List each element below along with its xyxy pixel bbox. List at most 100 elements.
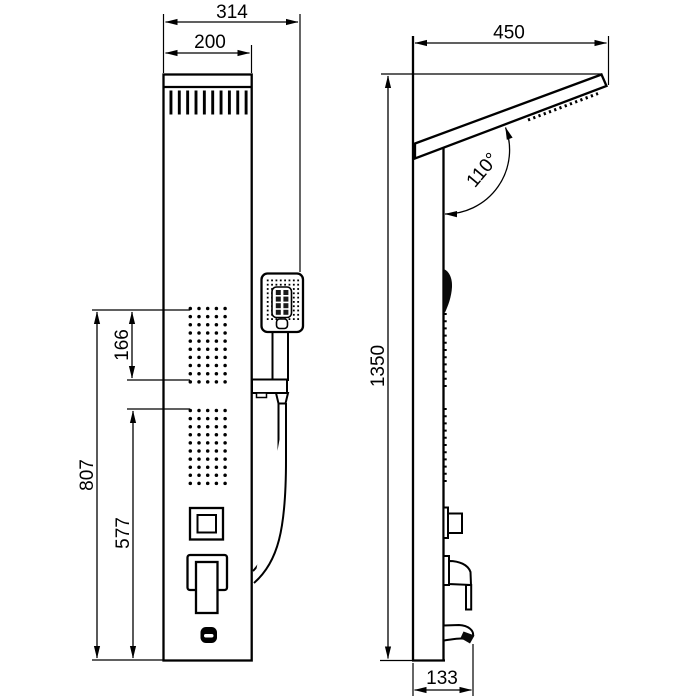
grille-bar [194, 90, 198, 115]
body-jet-nozzle [205, 355, 210, 360]
spray-hole [297, 288, 300, 290]
side-view [380, 36, 609, 662]
body-jet-nozzle [197, 424, 201, 429]
bracket-tab [255, 392, 268, 399]
body-jet-nozzle [223, 416, 227, 421]
body-jet-nozzle [214, 323, 219, 327]
body-jet-nozzle [205, 441, 210, 445]
body-jet-nozzle [205, 363, 210, 368]
spray-hole [266, 292, 269, 295]
hand-shower-center-jets [275, 290, 289, 315]
spray-hole [266, 305, 269, 308]
spray-hole [297, 292, 300, 295]
body-jet-nozzle [214, 481, 219, 486]
body-jet-nozzle [197, 314, 201, 319]
body-jet-nozzle [197, 323, 201, 327]
spray-hole [275, 318, 278, 320]
body-jet-nozzle [188, 371, 193, 376]
body-jet-nozzle [214, 457, 219, 461]
body-jet-nozzle [188, 314, 193, 319]
spray-jet [283, 309, 289, 315]
spray-hole [297, 309, 300, 312]
spray-hole [271, 283, 273, 286]
spray-hole [288, 279, 291, 282]
body-jet-nozzle [223, 363, 227, 368]
spray-jet [275, 309, 281, 315]
spray-hole [297, 283, 300, 286]
body-jet-nozzle [188, 473, 193, 478]
spray-hole [271, 318, 273, 320]
body-jet-nozzle [214, 363, 219, 368]
body-jet-nozzle [223, 465, 227, 469]
spray-hole [266, 313, 269, 316]
body-jet-nozzle [214, 416, 219, 421]
spray-hole [271, 279, 273, 282]
rain-head-slab [413, 73, 609, 161]
diverter-button-outer [188, 506, 225, 541]
body-jet-nozzle [214, 306, 219, 311]
body-jet-nozzle [205, 331, 210, 335]
body-jet-nozzle [188, 306, 193, 311]
body-jet-nozzle [188, 347, 193, 351]
body-jet-nozzle [205, 433, 210, 437]
body-jet-nozzle [188, 339, 193, 343]
body-jet-nozzle [205, 416, 210, 421]
body-jet-nozzle [197, 355, 201, 360]
body-jet-nozzle [214, 339, 219, 343]
body-jet-nozzle [214, 424, 219, 429]
spray-hole [266, 279, 269, 282]
grille-bar [169, 90, 173, 115]
body-jet-nozzle [205, 323, 210, 327]
body-jet-nozzle [197, 481, 201, 486]
bottom-outlet-slit [204, 634, 214, 638]
body-jet-nozzle [214, 465, 219, 469]
spray-hole [292, 318, 295, 320]
body-jet-nozzle [214, 433, 219, 437]
body-jet-nozzle [188, 408, 193, 413]
body-jet-nozzle [197, 465, 201, 469]
body-jet-nozzle [214, 331, 219, 335]
dimension-label-lower-section: 577 [113, 517, 134, 549]
dimension-label-total-width: 314 [216, 2, 248, 23]
spray-jet [275, 296, 281, 302]
grille-bar [219, 90, 223, 115]
body-jet-nozzle [188, 424, 193, 429]
spray-hole [292, 296, 295, 299]
body-jet-nozzle [214, 347, 219, 351]
spray-hole [297, 318, 300, 320]
body-jet-nozzle [223, 473, 227, 478]
body-jet-nozzle [197, 331, 201, 335]
body-jet-nozzle [188, 323, 193, 327]
body-jet-nozzle [223, 481, 227, 486]
mixer-profile-body [448, 559, 473, 587]
dimension-label-jets-overall: 807 [77, 459, 98, 491]
dimension-label-head-angle: 110° [463, 149, 503, 192]
body-jet-nozzle [197, 433, 201, 437]
spray-hole [297, 279, 300, 282]
body-jet-nozzle [223, 355, 227, 360]
body-jet-nozzle [223, 449, 227, 453]
grille-bar [211, 90, 215, 115]
body-jet-nozzle [223, 408, 227, 413]
diverter-button-inner [196, 514, 217, 534]
grille-bar [186, 90, 190, 115]
dimension-label-spout-depth: 133 [426, 668, 458, 689]
body-jet-nozzle [188, 449, 193, 453]
body-jet-nozzle [197, 449, 201, 453]
grille-bar [236, 90, 240, 115]
body-jet-nozzle [205, 457, 210, 461]
spray-hole [275, 279, 278, 282]
spray-hole [292, 279, 295, 282]
waterfall-grille [169, 90, 248, 115]
body-jet-nozzle [188, 441, 193, 445]
hand-shower-bottom-nozzle [275, 318, 289, 330]
body-jet-nozzle [223, 331, 227, 335]
spray-hole [292, 301, 295, 303]
body-jet-nozzle [197, 371, 201, 376]
body-jet-nozzle [188, 380, 193, 384]
spray-jet [275, 290, 281, 295]
front-dimensions: 314 200 166 807 577 [77, 2, 301, 661]
body-jet-nozzle [188, 481, 193, 486]
body-jet-nozzle [188, 331, 193, 335]
